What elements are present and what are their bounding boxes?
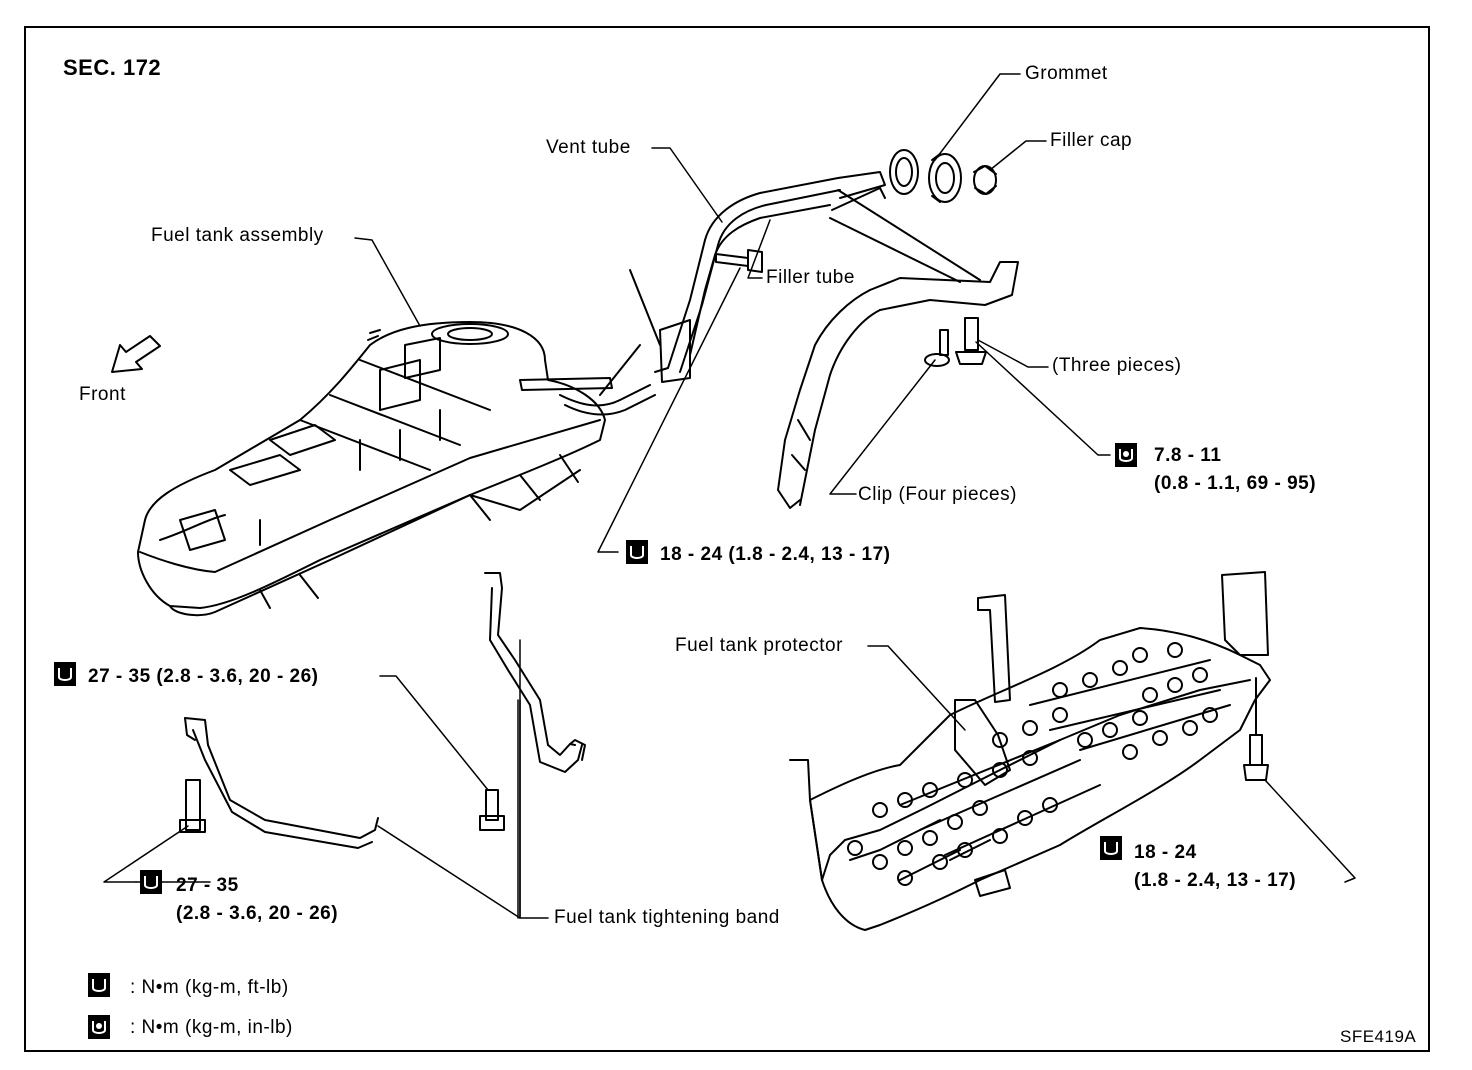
torque-ftlb-icon — [88, 973, 110, 997]
figure-code: SFE419A — [1340, 1027, 1417, 1046]
filler-bracket-clip — [924, 329, 950, 367]
torque-protector-units: (1.8 - 2.4, 13 - 17) — [1134, 870, 1297, 891]
legend-inlb-text: : N•m (kg-m, in-lb) — [130, 1017, 293, 1038]
filler-tube-bracket — [777, 189, 1019, 509]
label-fuel-tank-protector: Fuel tank protector — [675, 635, 843, 656]
section-number: SEC. 172 — [63, 55, 162, 80]
legend-ftlb-text: : N•m (kg-m, ft-lb) — [130, 977, 289, 998]
grommet — [928, 153, 962, 203]
fuel-tank-assembly — [137, 321, 656, 617]
label-clip-four-pieces: Clip (Four pieces) — [858, 484, 1017, 505]
torque-inlb-icon — [88, 1015, 110, 1039]
label-vent-tube: Vent tube — [546, 137, 631, 158]
diagram-frame — [24, 26, 1430, 1052]
filler-bracket-bolt — [955, 317, 987, 365]
torque-protector-value: 18 - 24 — [1134, 842, 1197, 863]
torque-band-lower-units: (2.8 - 3.6, 20 - 26) — [176, 903, 339, 924]
filler-and-vent-tube — [599, 149, 919, 396]
label-three-pieces: (Three pieces) — [1052, 355, 1182, 376]
label-fuel-tank-assembly: Fuel tank assembly — [151, 225, 324, 246]
tightening-band-left — [179, 717, 379, 849]
torque-ftlb-icon — [140, 870, 162, 894]
torque-ftlb-icon — [54, 662, 76, 686]
torque-inlb-icon — [1115, 443, 1137, 467]
protector-bolt — [1243, 677, 1269, 781]
leader-lines — [103, 73, 1356, 919]
torque-band-lower-value: 27 - 35 — [176, 875, 239, 896]
torque-filler-bolts-units: (0.8 - 1.1, 69 - 95) — [1154, 473, 1317, 494]
label-fuel-tank-tightening-band: Fuel tank tightening band — [554, 907, 780, 928]
torque-filler-bolts-value: 7.8 - 11 — [1154, 445, 1222, 466]
torque-vent-bracket-value: 18 - 24 (1.8 - 2.4, 13 - 17) — [660, 544, 891, 565]
label-filler-cap: Filler cap — [1050, 130, 1133, 151]
torque-band-upper-value: 27 - 35 (2.8 - 3.6, 20 - 26) — [88, 666, 319, 687]
fuel-tank-protector — [789, 571, 1271, 931]
filler-cap — [973, 165, 997, 195]
label-front: Front — [79, 384, 126, 405]
label-grommet: Grommet — [1025, 63, 1108, 84]
label-filler-tube: Filler tube — [766, 267, 855, 288]
tightening-band-right — [479, 572, 586, 831]
front-arrow-icon — [111, 335, 161, 373]
torque-ftlb-icon — [626, 540, 648, 564]
torque-ftlb-icon — [1100, 836, 1122, 860]
